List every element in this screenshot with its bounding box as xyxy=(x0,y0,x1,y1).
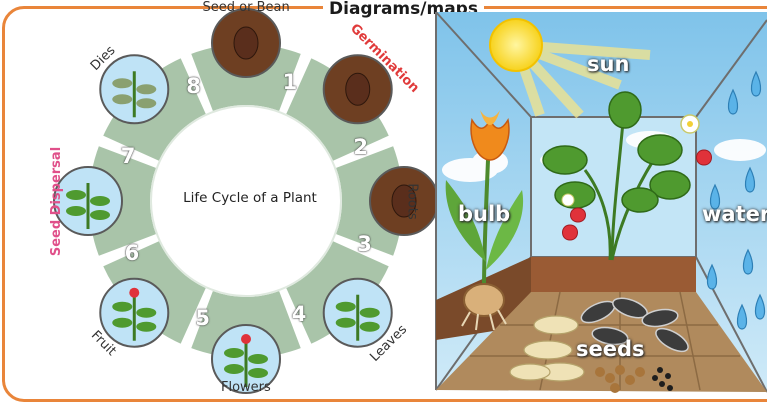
stage-number: 3 xyxy=(357,232,372,256)
seeds-label: seeds xyxy=(576,337,645,361)
stage-label: Roots xyxy=(405,183,420,219)
water-label: water xyxy=(702,202,767,226)
plant-leaf xyxy=(112,318,132,328)
stage-number: 4 xyxy=(292,302,307,326)
plant-leaf xyxy=(90,196,110,206)
plant-leaf xyxy=(224,364,244,374)
stage-number: 2 xyxy=(353,135,368,159)
stage-label: Seed or Bean xyxy=(203,0,290,15)
stage-label: Flowers xyxy=(221,380,271,395)
plant-leaf xyxy=(248,368,268,378)
plant-leaf xyxy=(112,302,132,312)
bean-seed xyxy=(346,73,370,105)
plant-flower xyxy=(241,334,251,344)
stage-number: 5 xyxy=(195,306,210,330)
plant-flower xyxy=(129,288,139,298)
plant-leaf xyxy=(360,308,380,318)
bulb-label: bulb xyxy=(458,202,510,226)
plant-leaf xyxy=(336,302,356,312)
plant-leaf xyxy=(136,84,156,94)
plant-leaf xyxy=(66,190,86,200)
soil-band xyxy=(531,257,696,297)
stage-number: 7 xyxy=(121,144,136,168)
plant-leaf xyxy=(66,206,86,216)
plant-leaf xyxy=(360,322,380,332)
plant-leaf xyxy=(248,354,268,364)
cycle-center-title: Life Cycle of a Plant xyxy=(160,190,340,206)
stage-number: 1 xyxy=(283,70,298,94)
plant-leaf xyxy=(224,348,244,358)
plant-leaf xyxy=(336,318,356,328)
plant-leaf xyxy=(136,308,156,318)
stage-label: Seed Dispersal xyxy=(49,146,64,255)
plant-leaf xyxy=(112,94,132,104)
plant-leaf xyxy=(136,322,156,332)
plant-leaf xyxy=(112,78,132,88)
plant-leaf xyxy=(136,98,156,108)
plant-leaf xyxy=(90,210,110,220)
bean-seed xyxy=(234,27,258,59)
stage-number: 8 xyxy=(186,74,201,98)
stage-number: 6 xyxy=(125,241,140,265)
sun-label: sun xyxy=(587,52,629,76)
